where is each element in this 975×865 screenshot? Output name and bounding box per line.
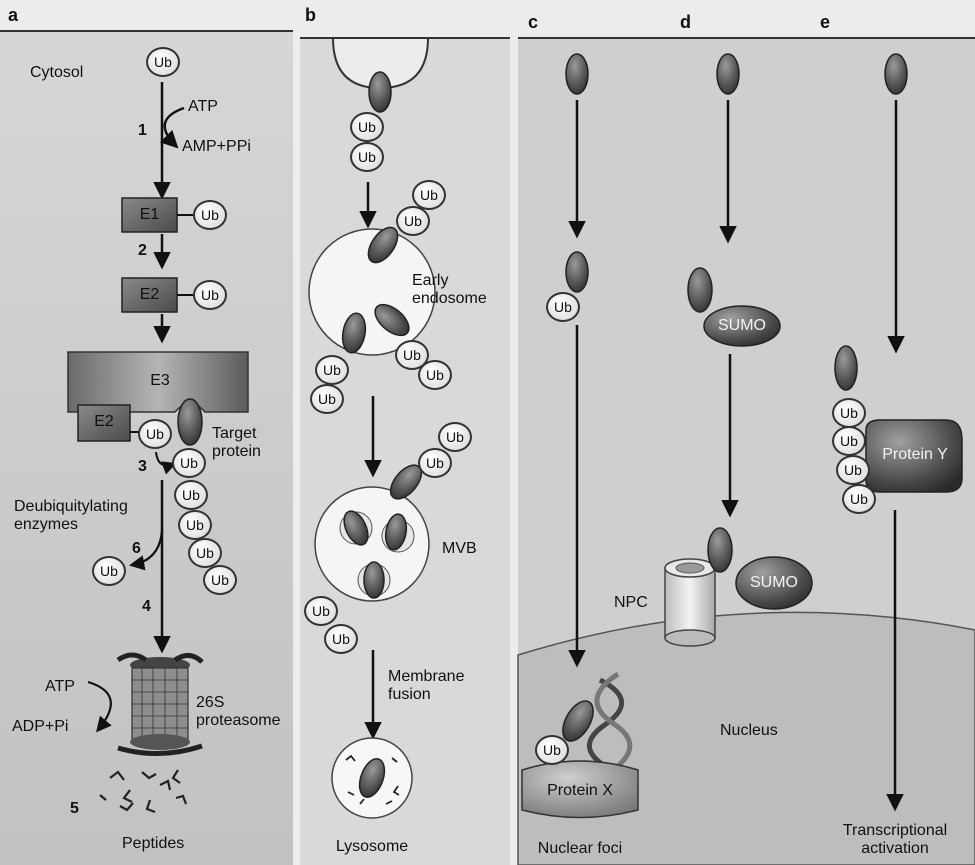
early-endosome-label: Early endosome [412,272,487,308]
b-ub-2: Ub [350,142,384,172]
panel-label-d: d [680,12,691,33]
b-ub-10: Ub [418,448,452,478]
panel-label-e: e [820,12,830,33]
panel-c-protein-mid [566,252,588,292]
membrane-fusion-label: Membrane fusion [388,668,464,704]
e-ub-2: Ub [832,426,866,456]
polyub-3: Ub [178,510,212,540]
panel-label-a: a [8,5,18,26]
lysosome-label: Lysosome [336,838,408,856]
cytosol-label: Cytosol [30,64,83,82]
adp-pi-label: ADP+Pi [12,718,68,736]
mvb-label: MVB [442,540,477,558]
e2-label: E2 [122,286,177,304]
atp-label-top: ATP [188,98,218,116]
ub-on-e2: Ub [193,280,227,310]
atp-label-bottom: ATP [45,678,75,696]
step-6: 6 [132,540,141,558]
nuclear-foci-label: Nuclear foci [538,840,622,858]
deubiquitylating-label: Deubiquitylating enzymes [14,498,128,534]
b-ub-4: Ub [396,206,430,236]
b-ub-11: Ub [304,596,338,626]
transcriptional-activation-label: Transcriptional activation [843,822,947,858]
nucleus-label: Nucleus [720,722,778,740]
protein-x-label: Protein X [530,782,630,800]
e3-label: E3 [130,372,190,390]
peptides-label: Peptides [122,835,184,853]
panel-label-b: b [305,5,316,26]
c-ub-1: Ub [546,292,580,322]
proteasome-label: 26S proteasome [196,694,281,730]
amp-ppi-label: AMP+PPi [182,138,251,156]
sumo-bottom-label: SUMO [740,574,808,592]
sumo-top-label: SUMO [708,317,776,335]
panel-c-protein-top [566,54,588,94]
step-3: 3 [138,458,147,476]
panel-b-background [300,37,510,865]
polyub-1: Ub [172,448,206,478]
b-ub-6: Ub [310,384,344,414]
protein-y-label: Protein Y [870,446,960,464]
panel-d-protein-top [717,54,739,94]
polyub-5: Ub [203,565,237,595]
e2-complex-label: E2 [78,413,130,431]
ub-on-e1: Ub [193,200,227,230]
polyub-4: Ub [188,538,222,568]
step-2: 2 [138,242,147,260]
e1-label: E1 [122,206,177,224]
polyub-2: Ub [174,480,208,510]
e-ub-1: Ub [832,398,866,428]
target-protein-shape [178,399,202,445]
panel-label-c: c [528,12,538,33]
ub-on-e2-complex: Ub [138,419,172,449]
step-4: 4 [142,598,151,616]
npc-pore [665,559,715,646]
step-5: 5 [70,800,79,818]
ub-free-top: Ub [146,47,180,77]
cargo-protein-1 [369,72,391,112]
e-ub-4: Ub [842,484,876,514]
b-ub-8: Ub [418,360,452,390]
b-ub-1: Ub [350,112,384,142]
panel-e-protein-top [885,54,907,94]
e-ub-3: Ub [836,455,870,485]
target-protein-label: Target protein [212,425,261,461]
ub-released: Ub [92,556,126,586]
b-ub-5: Ub [315,355,349,385]
c-ub-2: Ub [535,735,569,765]
step-1: 1 [138,122,147,140]
npc-label: NPC [614,594,648,612]
b-ub-12: Ub [324,624,358,654]
b-ub-9: Ub [438,422,472,452]
